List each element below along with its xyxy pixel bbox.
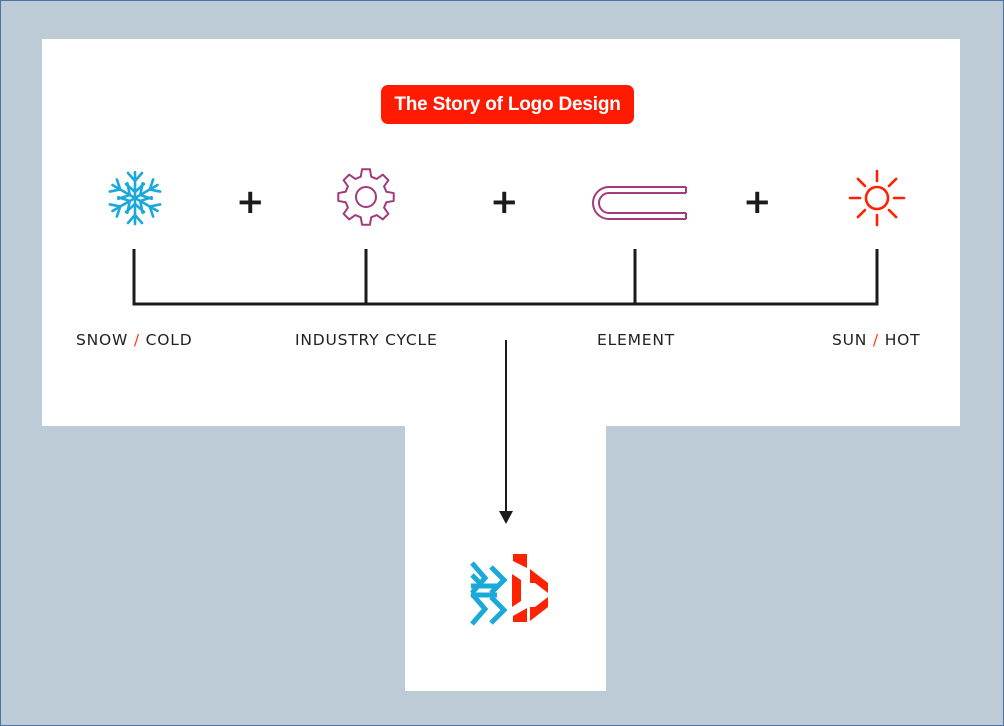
label-snow-cold: SNOW / COLD [76, 330, 192, 350]
snowflake-icon [106, 170, 164, 226]
label-hot: HOT [884, 331, 921, 349]
plus-sign-3: + [743, 182, 772, 222]
label-cold: COLD [145, 331, 193, 349]
sun-ray [856, 177, 867, 188]
plus-sign-2: + [490, 182, 519, 222]
label-element: ELEMENT [597, 331, 676, 349]
sun-ray [887, 208, 898, 219]
connector-lines [132, 249, 879, 306]
final-logo-icon [470, 554, 548, 626]
label-industry-cycle: INDUSTRY CYCLE [295, 331, 438, 349]
label-snow: SNOW [76, 331, 129, 349]
label-sun: SUN [832, 331, 868, 349]
heating-element-icon [592, 186, 687, 220]
arrow-down-icon [499, 340, 513, 524]
title-badge: The Story of Logo Design [381, 85, 634, 124]
plus-sign-1: + [236, 182, 265, 222]
sun-ray [856, 208, 867, 219]
label-sun-hot: SUN / HOT [832, 330, 920, 350]
label-slash: / [133, 331, 140, 349]
sun-ray [887, 177, 898, 188]
sun-icon [848, 169, 906, 227]
label-slash: / [872, 331, 879, 349]
gear-icon [337, 168, 395, 226]
